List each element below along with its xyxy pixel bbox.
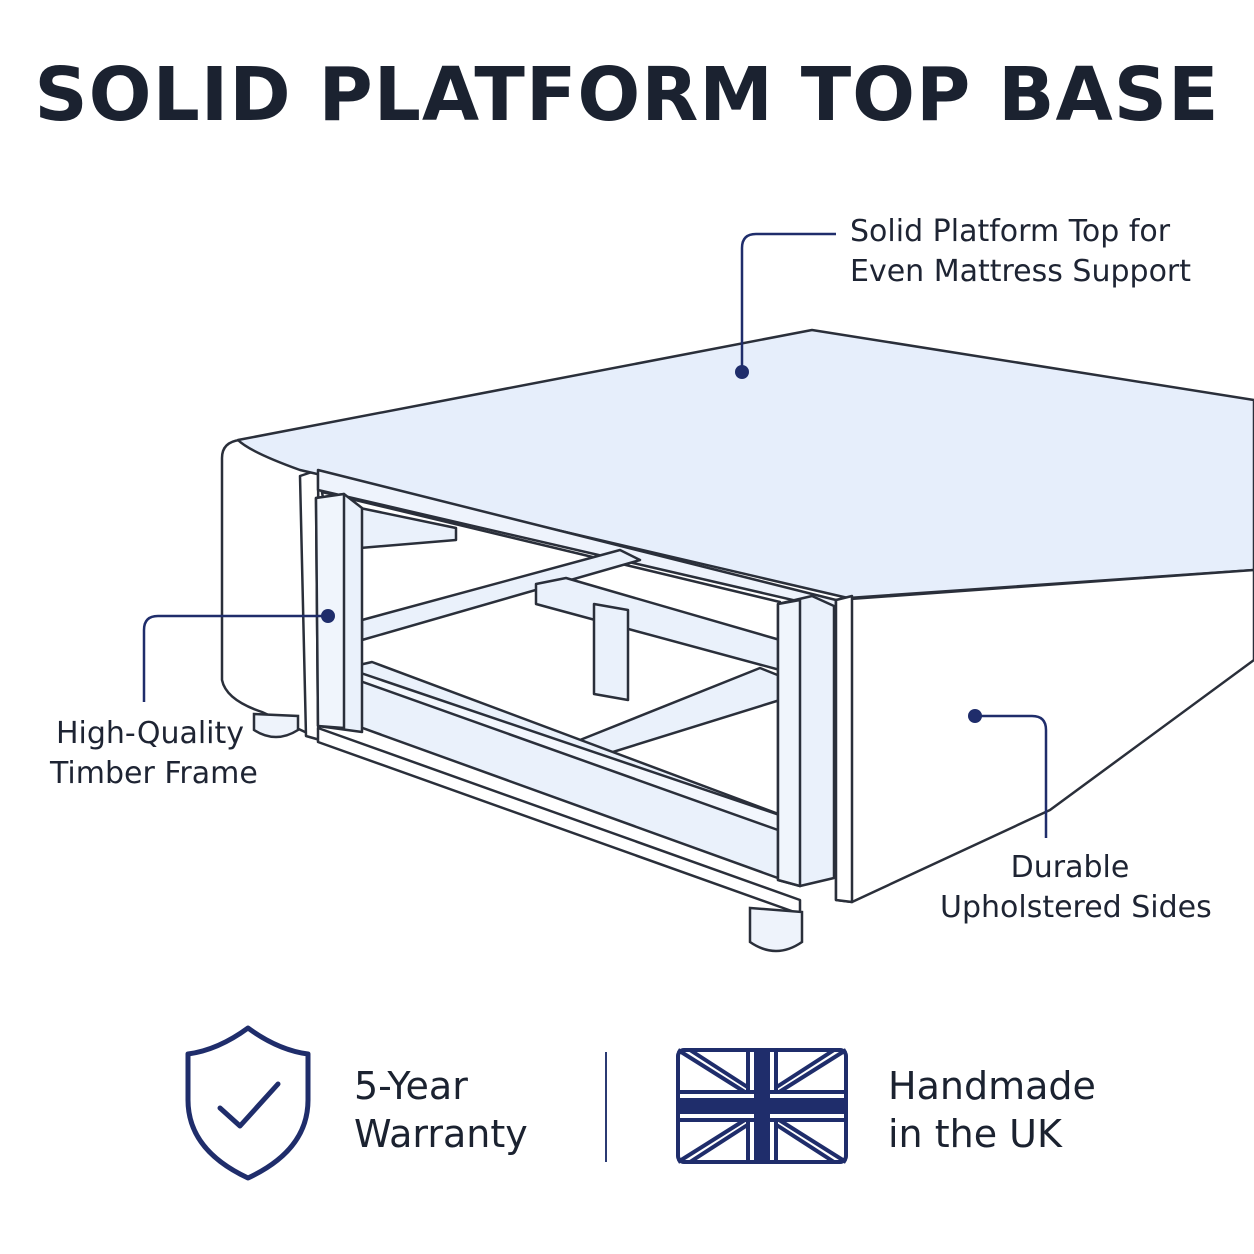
page-title: SOLID PLATFORM TOP BASE bbox=[34, 52, 1220, 138]
foot-right bbox=[748, 906, 804, 953]
callout-dot-sides bbox=[968, 709, 982, 723]
callout-platform-top: Solid Platform Top for Even Mattress Sup… bbox=[850, 212, 1191, 292]
callout-platform-line1: Solid Platform Top for bbox=[850, 214, 1171, 249]
warranty-line2: Warranty bbox=[354, 1112, 528, 1156]
callout-dots bbox=[321, 365, 982, 723]
callout-upholstered-sides: Durable Upholstered Sides bbox=[940, 848, 1212, 928]
shield-check-icon bbox=[185, 1025, 311, 1181]
warranty-badge-text: 5-Year Warranty bbox=[354, 1062, 528, 1158]
callout-frame-line2: Timber Frame bbox=[50, 756, 258, 791]
handmade-badge-text: Handmade in the UK bbox=[888, 1062, 1096, 1158]
platform-top bbox=[236, 328, 1254, 600]
handmade-line1: Handmade bbox=[888, 1064, 1096, 1108]
bed-feet bbox=[252, 712, 804, 953]
callout-frame-line1: High-Quality bbox=[55, 716, 245, 751]
timber-frame bbox=[314, 492, 836, 916]
callout-timber-frame: High-Quality Timber Frame bbox=[50, 714, 258, 794]
callout-dot-platform bbox=[735, 365, 749, 379]
callout-platform-line2: Even Mattress Support bbox=[850, 254, 1192, 289]
callout-sides-line2: Upholstered Sides bbox=[940, 890, 1212, 925]
callout-leaders bbox=[142, 232, 1048, 838]
callout-dot-frame bbox=[321, 609, 335, 623]
warranty-line1: 5-Year bbox=[354, 1064, 468, 1108]
foot-left bbox=[252, 712, 300, 739]
union-jack-flag-icon bbox=[676, 1048, 848, 1164]
handmade-line2: in the UK bbox=[888, 1112, 1062, 1156]
callout-sides-line1: Durable bbox=[1010, 850, 1130, 885]
badge-divider bbox=[605, 1052, 607, 1162]
